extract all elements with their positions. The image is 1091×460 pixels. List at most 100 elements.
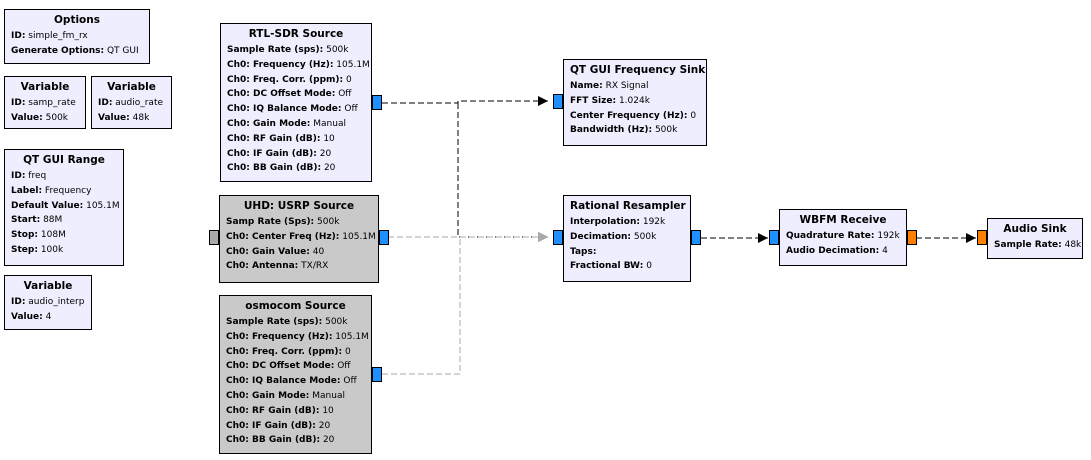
param-label: ID:: [11, 171, 26, 181]
block-title: QT GUI Range: [23, 154, 105, 166]
param-label: ID:: [11, 297, 26, 307]
block-param: Fractional BW: 0: [570, 259, 684, 274]
block-param: Ch0: Frequency (Hz): 105.1M: [227, 58, 370, 73]
rtl-sdr-output-port[interactable]: [372, 95, 382, 110]
block-param: Ch0: IQ Balance Mode: Off: [227, 102, 365, 117]
param-value: 4: [45, 311, 52, 322]
uhd-usrp-source-block[interactable]: UHD: USRP Source Samp Rate (Sps): 500k C…: [219, 195, 379, 283]
block-param: Ch0: DC Offset Mode: Off: [226, 359, 365, 374]
param-label: Ch0: IF Gain (dB):: [227, 148, 317, 159]
param-label: ID:: [11, 31, 26, 41]
param-value: Off: [343, 376, 357, 387]
param-value: simple_fm_rx: [28, 31, 88, 41]
resampler-output-port[interactable]: [691, 230, 701, 245]
block-param: ID: audio_rate: [98, 96, 165, 111]
param-label: Value:: [98, 112, 130, 123]
freq-sink-input-port[interactable]: [553, 94, 563, 109]
param-label: Ch0: Freq. Corr. (ppm):: [226, 346, 343, 357]
param-value: 500k: [45, 112, 69, 123]
wire-rtl-to-resampler[interactable]: [457, 103, 548, 242]
block-param: Interpolation: 192k: [570, 215, 684, 230]
param-label: Ch0: BB Gain (dB):: [226, 435, 321, 446]
param-label: Audio Decimation:: [786, 245, 880, 256]
block-param: Decimation: 500k: [570, 230, 684, 245]
rtl-sdr-source-block[interactable]: RTL-SDR Source Sample Rate (sps): 500k C…: [220, 23, 372, 182]
param-value: Off: [338, 89, 352, 100]
param-value: 500k: [317, 217, 340, 227]
param-value: audio_interp: [28, 297, 85, 307]
rational-resampler-block[interactable]: Rational Resampler Interpolation: 192k D…: [563, 195, 691, 282]
param-label: Quadrature Rate:: [786, 231, 875, 241]
block-param: Default Value: 105.1M: [11, 199, 120, 214]
param-value: 0: [346, 74, 352, 85]
block-title: Variable: [107, 81, 156, 93]
block-param: Name: RX Signal: [570, 79, 700, 94]
wire-rtl-to-freqsink[interactable]: [382, 96, 548, 106]
param-value: Off: [344, 104, 358, 115]
block-title: UHD: USRP Source: [243, 200, 355, 212]
param-label: ID:: [98, 98, 113, 108]
param-label: Sample Rate (sps):: [226, 317, 323, 327]
param-value: 108M: [40, 230, 66, 241]
uhd-output-port[interactable]: [379, 230, 389, 245]
block-param: ID: audio_interp: [11, 295, 85, 310]
uhd-input-port[interactable]: [209, 230, 219, 245]
param-label: Ch0: IF Gain (dB):: [226, 420, 316, 431]
wbfm-input-port[interactable]: [769, 230, 779, 245]
options-block[interactable]: Options ID: simple_fm_rx Generate Option…: [4, 9, 150, 64]
wbfm-receive-block[interactable]: WBFM Receive Quadrature Rate: 192k Audio…: [779, 209, 907, 266]
wbfm-output-port[interactable]: [907, 230, 917, 245]
block-param: Sample Rate (sps): 500k: [226, 315, 365, 330]
param-label: Name:: [570, 81, 603, 91]
param-value: 10: [323, 133, 335, 144]
block-param: Ch0: Freq. Corr. (ppm): 0: [226, 345, 365, 360]
param-label: Ch0: RF Gain (dB):: [227, 133, 321, 144]
block-title: Options: [54, 14, 100, 26]
param-value: 1.024k: [618, 95, 650, 106]
block-param: Ch0: Gain Mode: Manual: [227, 117, 365, 132]
block-title: Variable: [20, 81, 70, 93]
param-label: Ch0: DC Offset Mode:: [226, 361, 335, 372]
audio-sink-input-port[interactable]: [977, 230, 987, 245]
resampler-input-port[interactable]: [553, 230, 563, 245]
param-label: Default Value:: [11, 200, 84, 211]
param-label: FFT Size:: [570, 95, 617, 106]
audio-sink-block[interactable]: Audio Sink Sample Rate: 48k: [987, 218, 1083, 259]
osmocom-output-port[interactable]: [372, 367, 382, 382]
block-title: RTL-SDR Source: [248, 28, 344, 40]
param-value: 105.1M: [335, 331, 369, 342]
param-label: Ch0: Freq. Corr. (ppm):: [227, 74, 344, 85]
param-label: Sample Rate (sps):: [227, 45, 324, 55]
param-label: Value:: [11, 112, 43, 123]
qt-gui-frequency-sink-block[interactable]: QT GUI Frequency Sink Name: RX Signal FF…: [563, 59, 707, 146]
qt-gui-range-block[interactable]: QT GUI Range ID: freq Label: Frequency D…: [4, 149, 124, 266]
block-title: QT GUI Frequency Sink: [570, 64, 706, 76]
param-label: Ch0: Antenna:: [226, 261, 299, 272]
param-value: 500k: [325, 317, 348, 327]
variable-audio-rate-block[interactable]: Variable ID: audio_rate Value: 48k: [91, 76, 172, 129]
block-param: Ch0: Antenna: TX/RX: [226, 259, 372, 274]
wire-osmocom-to-resampler[interactable]: [382, 237, 461, 375]
block-title: WBFM Receive: [799, 214, 887, 226]
param-value: RX Signal: [605, 81, 649, 91]
block-param: Start: 88M: [11, 213, 117, 228]
param-value: Manual: [313, 118, 346, 129]
param-value: QT GUI: [106, 45, 139, 56]
param-label: Value:: [11, 311, 43, 322]
param-label: Fractional BW:: [570, 261, 644, 272]
block-param: Sample Rate: 48k: [994, 238, 1081, 253]
block-param: Step: 100k: [11, 243, 117, 258]
param-label: ID:: [11, 98, 26, 108]
param-label: Ch0: Gain Value:: [226, 246, 310, 257]
param-label: Ch0: Frequency (Hz):: [226, 331, 333, 342]
param-value: 10: [322, 405, 334, 416]
block-param: FFT Size: 1.024k: [570, 94, 700, 109]
variable-audio-interp-block[interactable]: Variable ID: audio_interp Value: 4: [4, 275, 92, 330]
osmocom-source-block[interactable]: osmocom Source Sample Rate (sps): 500k C…: [219, 295, 372, 454]
param-value: 105.1M: [86, 200, 120, 211]
block-param: ID: samp_rate: [11, 96, 79, 111]
variable-samp-rate-block[interactable]: Variable ID: samp_rate Value: 500k: [4, 76, 86, 129]
block-param: Samp Rate (Sps): 500k: [226, 215, 372, 230]
param-label: Ch0: BB Gain (dB):: [227, 163, 322, 174]
